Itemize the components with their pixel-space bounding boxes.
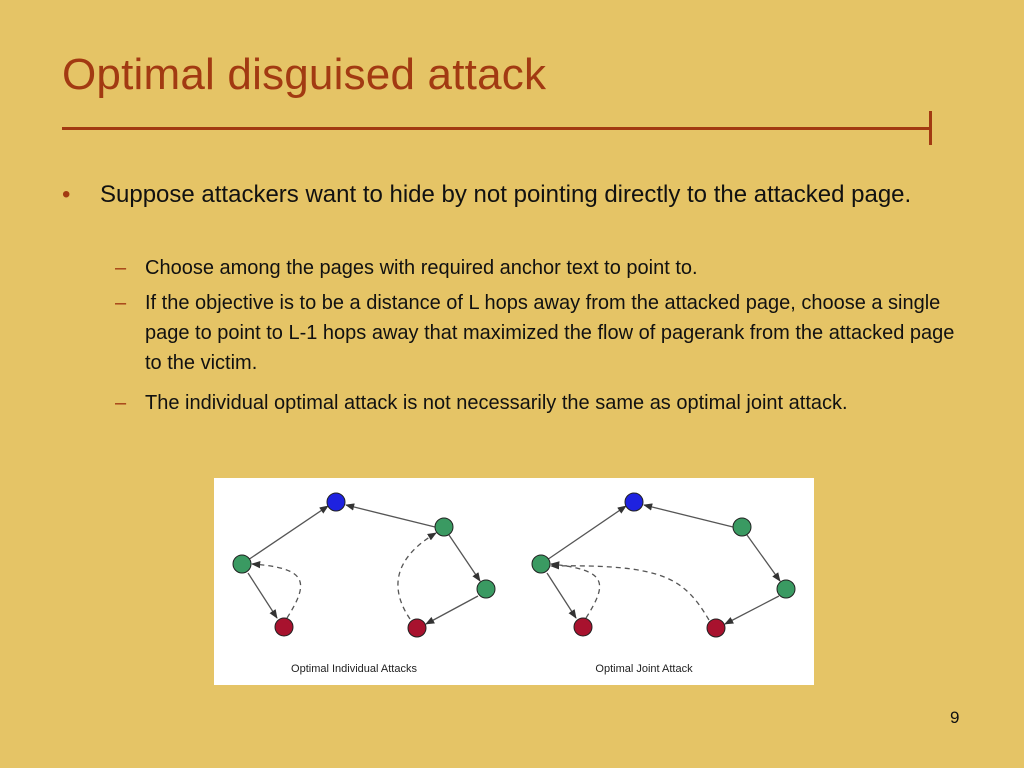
- attack-graph-figure: Optimal Individual Attacks Optimal Joint…: [214, 478, 814, 685]
- attack-graph-svg: Optimal Individual Attacks Optimal Joint…: [232, 492, 796, 675]
- sub-item-joint-attack: – The individual optimal attack is not n…: [115, 388, 965, 418]
- sub-item-l-hops: – If the objective is to be a distance o…: [115, 288, 965, 378]
- green-node: [476, 579, 496, 599]
- dashed-edge-red-to-green: [550, 562, 710, 621]
- sub-marker: –: [115, 257, 127, 279]
- red-attacker-node: [706, 618, 726, 638]
- title-underline-end-tick: [929, 111, 932, 145]
- dashed-edge-red-to-green: [251, 560, 302, 619]
- sub-marker: –: [115, 392, 127, 414]
- edge-green-to-red: [247, 572, 278, 619]
- green-node: [531, 554, 551, 574]
- bullet-text: Suppose attackers want to hide by not po…: [100, 181, 912, 208]
- red-attacker-node: [274, 617, 294, 637]
- sub-item-text: The individual optimal attack is not nec…: [145, 392, 848, 414]
- right-graph: Optimal Joint Attack: [531, 492, 796, 675]
- edge-green-to-red: [546, 572, 577, 619]
- red-attacker-node: [407, 618, 427, 638]
- left-graph: Optimal Individual Attacks: [232, 492, 496, 675]
- page-number: 9: [950, 708, 960, 727]
- edge-green-to-red: [425, 595, 479, 625]
- title-underline: [62, 127, 930, 130]
- sub-item-anchor-text: – Choose among the pages with required a…: [115, 253, 965, 283]
- green-node: [232, 554, 252, 574]
- sub-item-text: If the objective is to be a distance of …: [145, 292, 955, 374]
- green-node: [776, 579, 796, 599]
- edge-green-to-blue: [241, 505, 329, 565]
- dashed-edge-red-to-green: [550, 561, 601, 619]
- left-caption: Optimal Individual Attacks: [291, 663, 417, 675]
- right-caption: Optimal Joint Attack: [595, 663, 693, 675]
- dashed-edge-red-to-green: [397, 532, 437, 620]
- edge-green-to-red: [724, 595, 780, 625]
- red-attacker-node: [573, 617, 593, 637]
- edge-green-to-green: [448, 534, 481, 582]
- bullet-item: • Suppose attackers want to hide by not …: [62, 178, 912, 212]
- edge-green-to-blue: [643, 503, 734, 528]
- blue-victim-node: [326, 492, 346, 512]
- blue-victim-node: [624, 492, 644, 512]
- sub-marker: –: [115, 292, 127, 314]
- bullet-marker: •: [62, 181, 71, 208]
- green-node: [434, 517, 454, 537]
- green-node: [732, 517, 752, 537]
- edge-green-to-blue: [540, 505, 627, 565]
- slide-title: Optimal disguised attack: [62, 50, 547, 99]
- edge-green-to-green: [746, 534, 781, 582]
- edge-green-to-blue: [345, 503, 436, 528]
- sub-item-text: Choose among the pages with required anc…: [145, 257, 698, 279]
